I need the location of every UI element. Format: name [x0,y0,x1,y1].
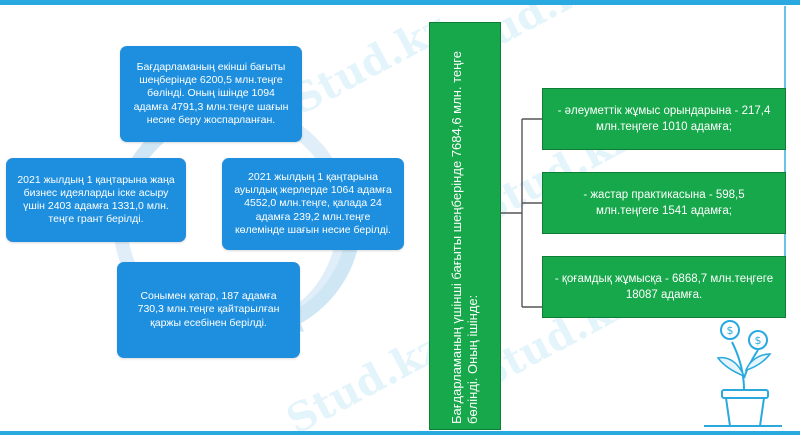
bracket-connector [500,118,546,308]
third-direction-bar: Бағдарламаның үшінші бағыты шеңберінде 7… [429,22,501,430]
third-direction-title: Бағдарламаның үшінші бағыты шеңберінде 7… [449,51,480,424]
top-stripe [0,0,800,5]
svg-text:$: $ [755,334,762,347]
third-direction-item: - әлеуметтік жұмыс орындарына - 217,4 мл… [542,88,786,150]
cycle-box-second-direction: Бағдарламаның екінші бағыты шеңберінде 6… [120,46,302,142]
cycle-box-microcredits: 2021 жылдың 1 қаңтарына ауылдық жерлерде… [222,158,404,250]
cycle-box-returned-funds: Сонымен қатар, 187 адамға 730,3 млн.теңг… [117,262,300,358]
bottom-stripe [0,431,800,435]
money-plant-icon: $ $ [704,320,782,427]
svg-text:$: $ [727,324,734,337]
dollar-coin-icon: $ [748,330,768,350]
cycle-box-grants: 2021 жылдың 1 қаңтарына жаңа бизнес идея… [6,158,186,242]
third-direction-item: - қоғамдық жұмысқа - 6868,7 млн.теңгеге … [542,256,786,318]
dollar-coin-icon: $ [720,320,740,340]
third-direction-item: - жастар практикасына - 598,5 млн.теңгег… [542,172,786,234]
